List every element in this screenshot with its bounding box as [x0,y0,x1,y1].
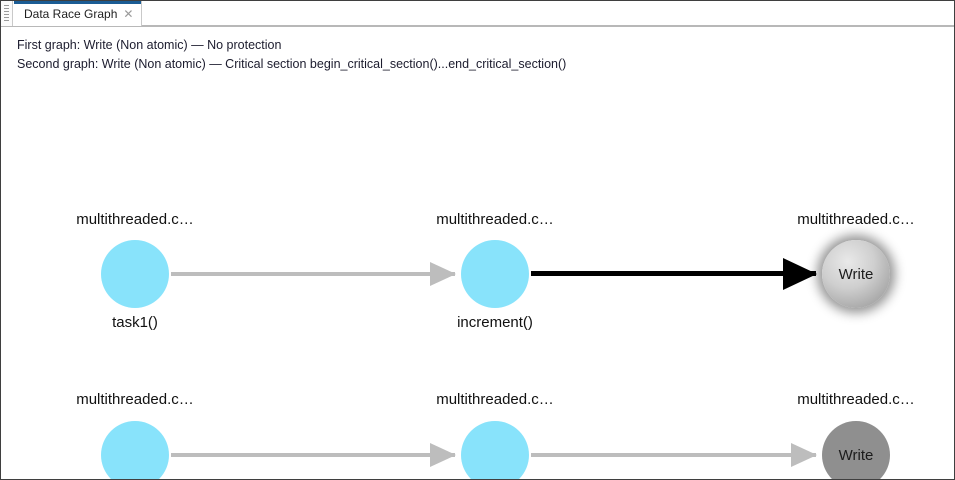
edge-task3-to-increment[interactable] [171,443,456,467]
tab-bar-empty-area [142,1,954,26]
node-top-label: multithreaded.c… [76,211,194,228]
close-icon[interactable]: ✕ [123,6,134,21]
tab-label: Data Race Graph [24,6,118,21]
legend-line-second-graph: Second graph: Write (Non atomic) — Criti… [17,57,567,71]
node-task3[interactable] [101,421,169,479]
legend: First graph: Write (Non atomic) — No pro… [1,27,954,74]
tab-bar: Data Race Graph ✕ [1,1,954,27]
arrowhead-icon [430,262,456,286]
node-top-label: multithreaded.c… [797,211,915,228]
node-increment-second[interactable] [461,421,529,479]
edge-increment-to-write[interactable] [531,443,817,467]
node-task1[interactable] [101,240,169,308]
edge-increment-to-write-highlighted[interactable] [531,257,817,290]
arrowhead-icon [430,443,456,467]
node-write-selected[interactable]: Write [822,240,890,308]
grip-dots-icon [4,5,9,22]
arrowhead-icon [783,257,817,290]
node-write[interactable]: Write [822,421,890,479]
node-top-label: multithreaded.c… [797,391,915,408]
node-top-label: multithreaded.c… [436,211,554,228]
node-top-label: multithreaded.c… [76,391,194,408]
node-increment-first[interactable] [461,240,529,308]
edge-line [171,453,455,457]
graph-canvas: multithreaded.c… task1() multithreaded.c… [1,74,954,479]
edge-line [531,453,816,457]
tab-bar-drag-handle[interactable] [1,1,13,26]
tab-data-race-graph[interactable]: Data Race Graph ✕ [13,1,143,26]
legend-line-first-graph: First graph: Write (Non atomic) — No pro… [17,38,282,52]
node-text: Write [838,265,874,283]
edge-task1-to-increment[interactable] [171,262,456,286]
arrowhead-icon [791,443,817,467]
node-bottom-label: increment() [457,314,533,331]
node-bottom-label: task1() [112,314,158,331]
edge-line [171,272,455,276]
edge-line [531,271,816,276]
node-top-label: multithreaded.c… [436,391,554,408]
node-text: Write [838,446,874,464]
